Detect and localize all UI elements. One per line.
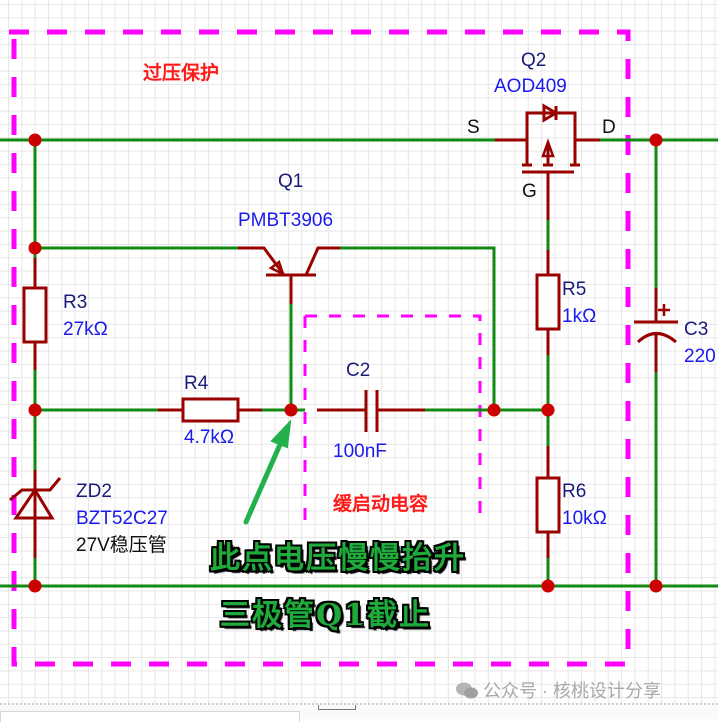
soft-start-box: [305, 314, 482, 520]
q2-pin-g: G: [522, 181, 537, 202]
splitter-handle[interactable]: [318, 705, 356, 710]
r3-ref: R3: [63, 292, 88, 313]
c2-capacitor: [317, 390, 425, 432]
junction-dot: [649, 579, 663, 593]
junction-dot: [28, 403, 42, 417]
junction-dot: [28, 133, 42, 147]
zd2-value: BZT52C27: [76, 508, 168, 529]
r3-value: 27kΩ: [63, 319, 108, 340]
q2-channel-arrow: [541, 138, 555, 158]
r5-value: 1kΩ: [562, 306, 597, 327]
junction-dot: [284, 403, 298, 417]
junction-dot: [28, 579, 42, 593]
watermark: 公众号 · 核桃设计分享: [455, 677, 661, 703]
c3-plus-sign: [658, 304, 670, 316]
r6-ref: R6: [562, 481, 587, 502]
junction-dot: [649, 133, 663, 147]
annotation-line-1: 此点电压慢慢抬升: [210, 541, 466, 576]
zd2-description: 27V稳压管: [76, 535, 167, 556]
section-title: 过压保护: [143, 63, 220, 84]
q2-pin-d: D: [602, 117, 616, 138]
q1-transistor: [238, 246, 340, 304]
q2-body-diode: [542, 103, 559, 123]
schematic-svg: [0, 29, 718, 667]
q2-value: AOD409: [494, 76, 567, 97]
q1-value: PMBT3906: [238, 210, 334, 231]
r4-value: 4.7kΩ: [184, 427, 235, 448]
zd2-ref: ZD2: [76, 481, 112, 502]
r3-resistor: [22, 286, 48, 344]
collector-wire: [340, 246, 496, 410]
q2-pin-s: S: [467, 117, 480, 138]
annotation-arrowhead: [270, 419, 292, 449]
r4-resistor: [181, 397, 240, 423]
soft-start-label: 缓启动电容: [333, 494, 429, 515]
junction-dot: [541, 403, 555, 417]
junction-dot: [541, 579, 555, 593]
watermark-text: 公众号 · 核桃设计分享: [483, 681, 661, 701]
q2-mosfet: [495, 111, 600, 220]
annotation-arrow: [243, 437, 285, 525]
r5-ref: R5: [562, 279, 587, 300]
zd2-zener: [9, 470, 62, 558]
c2-value: 100nF: [333, 441, 387, 462]
c3-value: 220: [684, 346, 716, 367]
r5-resistor: [535, 273, 561, 331]
q1-ref: Q1: [278, 171, 304, 192]
q2-ref: Q2: [521, 50, 547, 71]
q1-emitter-arrow: [268, 259, 286, 277]
c3-capacitor: [634, 288, 678, 372]
junction-dot: [487, 403, 501, 417]
r6-resistor: [535, 476, 561, 534]
r4-ref: R4: [184, 373, 209, 394]
wechat-icon: [455, 681, 478, 699]
c3-ref: C3: [684, 319, 709, 340]
c2-ref: C2: [346, 360, 371, 381]
r6-value: 10kΩ: [562, 508, 607, 529]
junction-dot: [28, 241, 42, 255]
annotation-line-2: 三极管Q1截止: [220, 598, 432, 633]
